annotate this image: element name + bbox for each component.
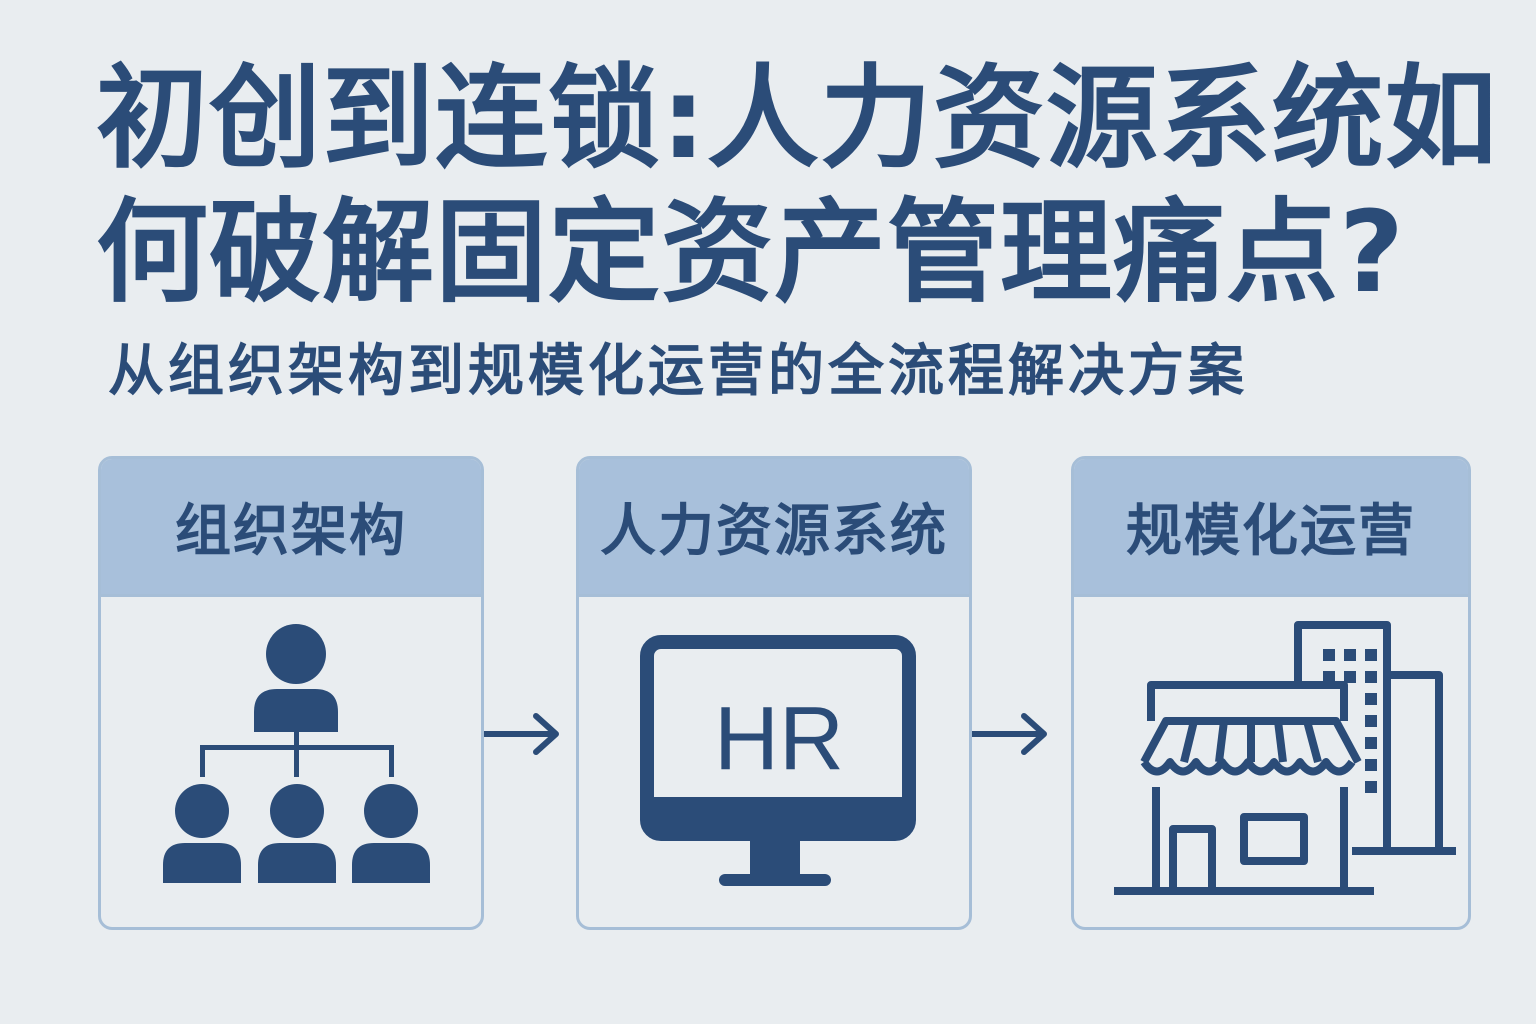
step-card-org-structure: 组织架构	[98, 456, 484, 930]
hr-monitor-icon: HR	[640, 635, 916, 886]
step-card-header: 人力资源系统	[579, 459, 969, 597]
step-card-body	[101, 597, 481, 927]
org-chart-icon	[163, 624, 430, 883]
storefront-building-icon	[1114, 621, 1456, 895]
step-card-header: 组织架构	[101, 459, 481, 597]
step-card-hr-system: 人力资源系统 HR	[576, 456, 972, 930]
step-card-scaled-operations: 规模化运营	[1071, 456, 1471, 930]
step-card-header: 规模化运营	[1074, 459, 1468, 597]
step-label: 人力资源系统	[600, 499, 948, 564]
hr-screen-text: HR	[714, 689, 844, 789]
step-card-body	[1074, 597, 1468, 927]
step-label: 规模化运营	[1126, 499, 1416, 564]
arrow-right-icon	[484, 713, 559, 755]
page-subtitle: 从组织架构到规模化运营的全流程解决方案	[108, 339, 1248, 404]
step-label: 组织架构	[175, 499, 407, 564]
arrow-right-icon	[972, 713, 1047, 755]
page-title: 初创到连锁:人力资源系统如何破解固定资产管理痛点?	[96, 54, 1498, 318]
step-card-body: HR	[579, 597, 969, 927]
